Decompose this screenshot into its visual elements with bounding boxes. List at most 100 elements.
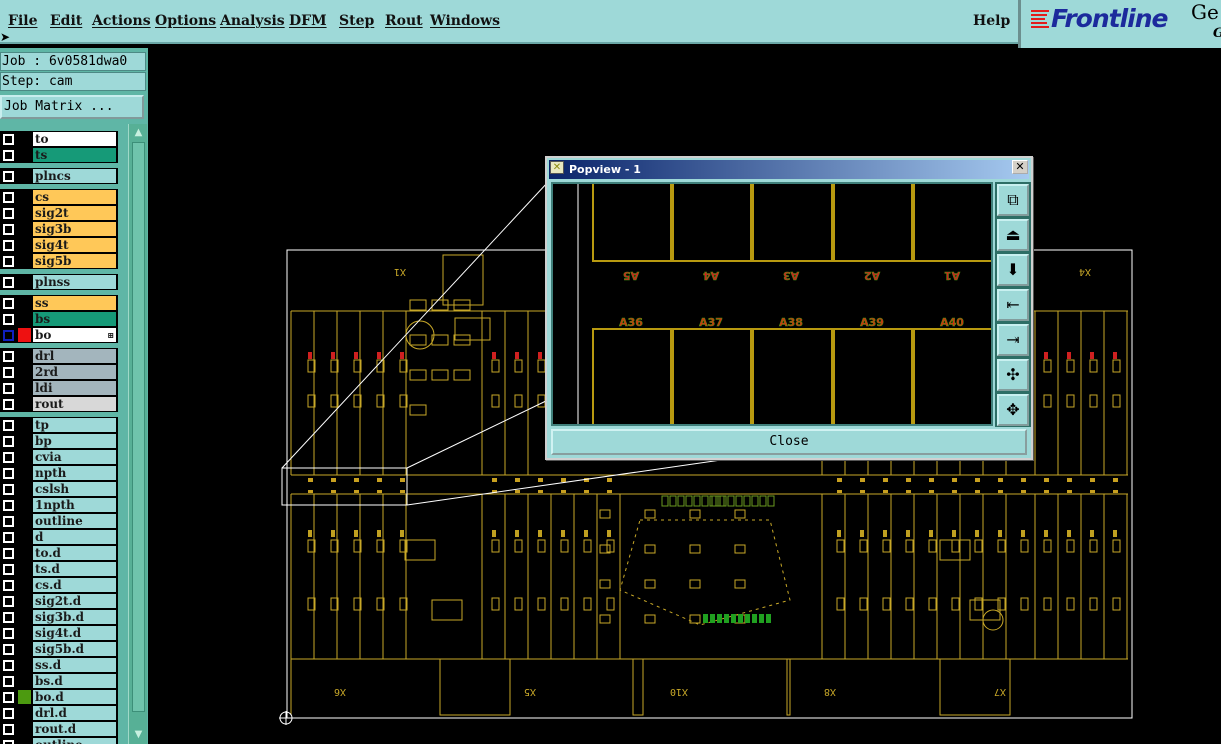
- layer-row[interactable]: sig2t.d: [0, 593, 118, 609]
- layer-display-swatch[interactable]: [18, 148, 31, 162]
- layer-checkbox[interactable]: [3, 516, 14, 527]
- layer-checkbox[interactable]: [3, 330, 14, 341]
- layer-row[interactable]: cs: [0, 189, 118, 205]
- pan-up-icon[interactable]: ⏏: [997, 219, 1029, 251]
- layer-checkbox[interactable]: [3, 676, 14, 687]
- layer-display-swatch[interactable]: [18, 132, 31, 146]
- layer-display-swatch[interactable]: [18, 514, 31, 528]
- layer-display-swatch[interactable]: [18, 365, 31, 379]
- layer-display-swatch[interactable]: [18, 706, 31, 720]
- layer-name[interactable]: to: [33, 132, 116, 146]
- layer-row[interactable]: 1npth: [0, 497, 118, 513]
- layer-display-swatch[interactable]: [18, 328, 31, 342]
- popview-close-button[interactable]: Close: [551, 429, 1027, 455]
- layer-name[interactable]: bo⊞: [33, 328, 116, 342]
- layer-row[interactable]: npth: [0, 465, 118, 481]
- layer-display-swatch[interactable]: [18, 594, 31, 608]
- layer-checkbox[interactable]: [3, 580, 14, 591]
- layer-checkbox[interactable]: [3, 644, 14, 655]
- layer-row[interactable]: sig5b.d: [0, 641, 118, 657]
- layer-name[interactable]: d: [33, 530, 116, 544]
- layer-checkbox[interactable]: [3, 277, 14, 288]
- pan-right-icon[interactable]: ⇥: [997, 324, 1029, 356]
- zoom-home-icon[interactable]: ⧉: [997, 184, 1029, 216]
- layer-name[interactable]: cs: [33, 190, 116, 204]
- layer-checkbox[interactable]: [3, 564, 14, 575]
- layer-row[interactable]: outline: [0, 513, 118, 529]
- menu-rout[interactable]: Rout: [385, 13, 423, 29]
- layer-row[interactable]: cslsh: [0, 481, 118, 497]
- layer-row[interactable]: d: [0, 529, 118, 545]
- layer-row[interactable]: sig3b: [0, 221, 118, 237]
- layer-name[interactable]: bo.d: [33, 690, 116, 704]
- layer-row[interactable]: bo⊞: [0, 327, 118, 343]
- layer-name[interactable]: cs.d: [33, 578, 116, 592]
- layer-row[interactable]: bs: [0, 311, 118, 327]
- layer-display-swatch[interactable]: [18, 658, 31, 672]
- scroll-up-icon[interactable]: ▲: [134, 127, 143, 138]
- layer-checkbox[interactable]: [3, 484, 14, 495]
- layer-row[interactable]: sig4t.d: [0, 625, 118, 641]
- menu-edit[interactable]: Edit: [50, 13, 83, 29]
- layer-checkbox[interactable]: [3, 692, 14, 703]
- layer-display-swatch[interactable]: [18, 466, 31, 480]
- layer-display-swatch[interactable]: [18, 254, 31, 268]
- layer-checkbox[interactable]: [3, 612, 14, 623]
- layer-row[interactable]: cvia: [0, 449, 118, 465]
- layer-display-swatch[interactable]: [18, 397, 31, 411]
- layer-display-swatch[interactable]: [18, 722, 31, 736]
- layer-checkbox[interactable]: [3, 399, 14, 410]
- layer-row[interactable]: tp: [0, 417, 118, 433]
- layer-checkbox[interactable]: [3, 500, 14, 511]
- layer-checkbox[interactable]: [3, 548, 14, 559]
- layer-display-swatch[interactable]: [18, 206, 31, 220]
- layer-row[interactable]: sig3b.d: [0, 609, 118, 625]
- layer-name[interactable]: ss: [33, 296, 116, 310]
- layer-checkbox[interactable]: [3, 660, 14, 671]
- layer-row[interactable]: bo.d: [0, 689, 118, 705]
- layer-row[interactable]: ldi: [0, 380, 118, 396]
- zoom-in-icon[interactable]: ✣: [997, 359, 1029, 391]
- layer-row[interactable]: to.d: [0, 545, 118, 561]
- layer-scrollbar[interactable]: ▲ ▼: [128, 124, 147, 744]
- layer-name[interactable]: tp: [33, 418, 116, 432]
- layer-name[interactable]: bp: [33, 434, 116, 448]
- layer-name[interactable]: bs.d: [33, 674, 116, 688]
- layer-display-swatch[interactable]: [18, 418, 31, 432]
- layer-display-swatch[interactable]: [18, 238, 31, 252]
- layer-checkbox[interactable]: [3, 367, 14, 378]
- layer-name[interactable]: outline: [33, 514, 116, 528]
- layer-name[interactable]: ldi: [33, 381, 116, 395]
- layer-checkbox[interactable]: [3, 452, 14, 463]
- layer-display-swatch[interactable]: [18, 312, 31, 326]
- layer-name[interactable]: sig2t.d: [33, 594, 116, 608]
- menu-step[interactable]: Step: [339, 13, 375, 29]
- layer-checkbox[interactable]: [3, 596, 14, 607]
- layer-name[interactable]: cvia: [33, 450, 116, 464]
- zoom-out-icon[interactable]: ✥: [997, 394, 1029, 426]
- menu-help[interactable]: Help: [973, 13, 1011, 29]
- layer-name[interactable]: 1npth: [33, 498, 116, 512]
- layer-row[interactable]: ts.d: [0, 561, 118, 577]
- layer-row[interactable]: sig5b: [0, 253, 118, 269]
- job-matrix-button[interactable]: Job Matrix ...: [0, 95, 144, 119]
- layer-row[interactable]: sig2t: [0, 205, 118, 221]
- layer-name[interactable]: bs: [33, 312, 116, 326]
- layer-row[interactable]: plnss: [0, 274, 118, 290]
- layer-checkbox[interactable]: [3, 134, 14, 145]
- layer-row[interactable]: to: [0, 131, 118, 147]
- menu-windows[interactable]: Windows: [430, 13, 501, 29]
- layer-display-swatch[interactable]: [18, 530, 31, 544]
- layer-display-swatch[interactable]: [18, 610, 31, 624]
- layer-name[interactable]: sig5b.d: [33, 642, 116, 656]
- layer-display-swatch[interactable]: [18, 626, 31, 640]
- layer-name[interactable]: drl: [33, 349, 116, 363]
- layer-row[interactable]: rout: [0, 396, 118, 412]
- layer-display-swatch[interactable]: [18, 546, 31, 560]
- layer-checkbox[interactable]: [3, 192, 14, 203]
- pan-down-icon[interactable]: ⬇: [997, 254, 1029, 286]
- layer-checkbox[interactable]: [3, 240, 14, 251]
- layer-row[interactable]: cs.d: [0, 577, 118, 593]
- layer-checkbox[interactable]: [3, 420, 14, 431]
